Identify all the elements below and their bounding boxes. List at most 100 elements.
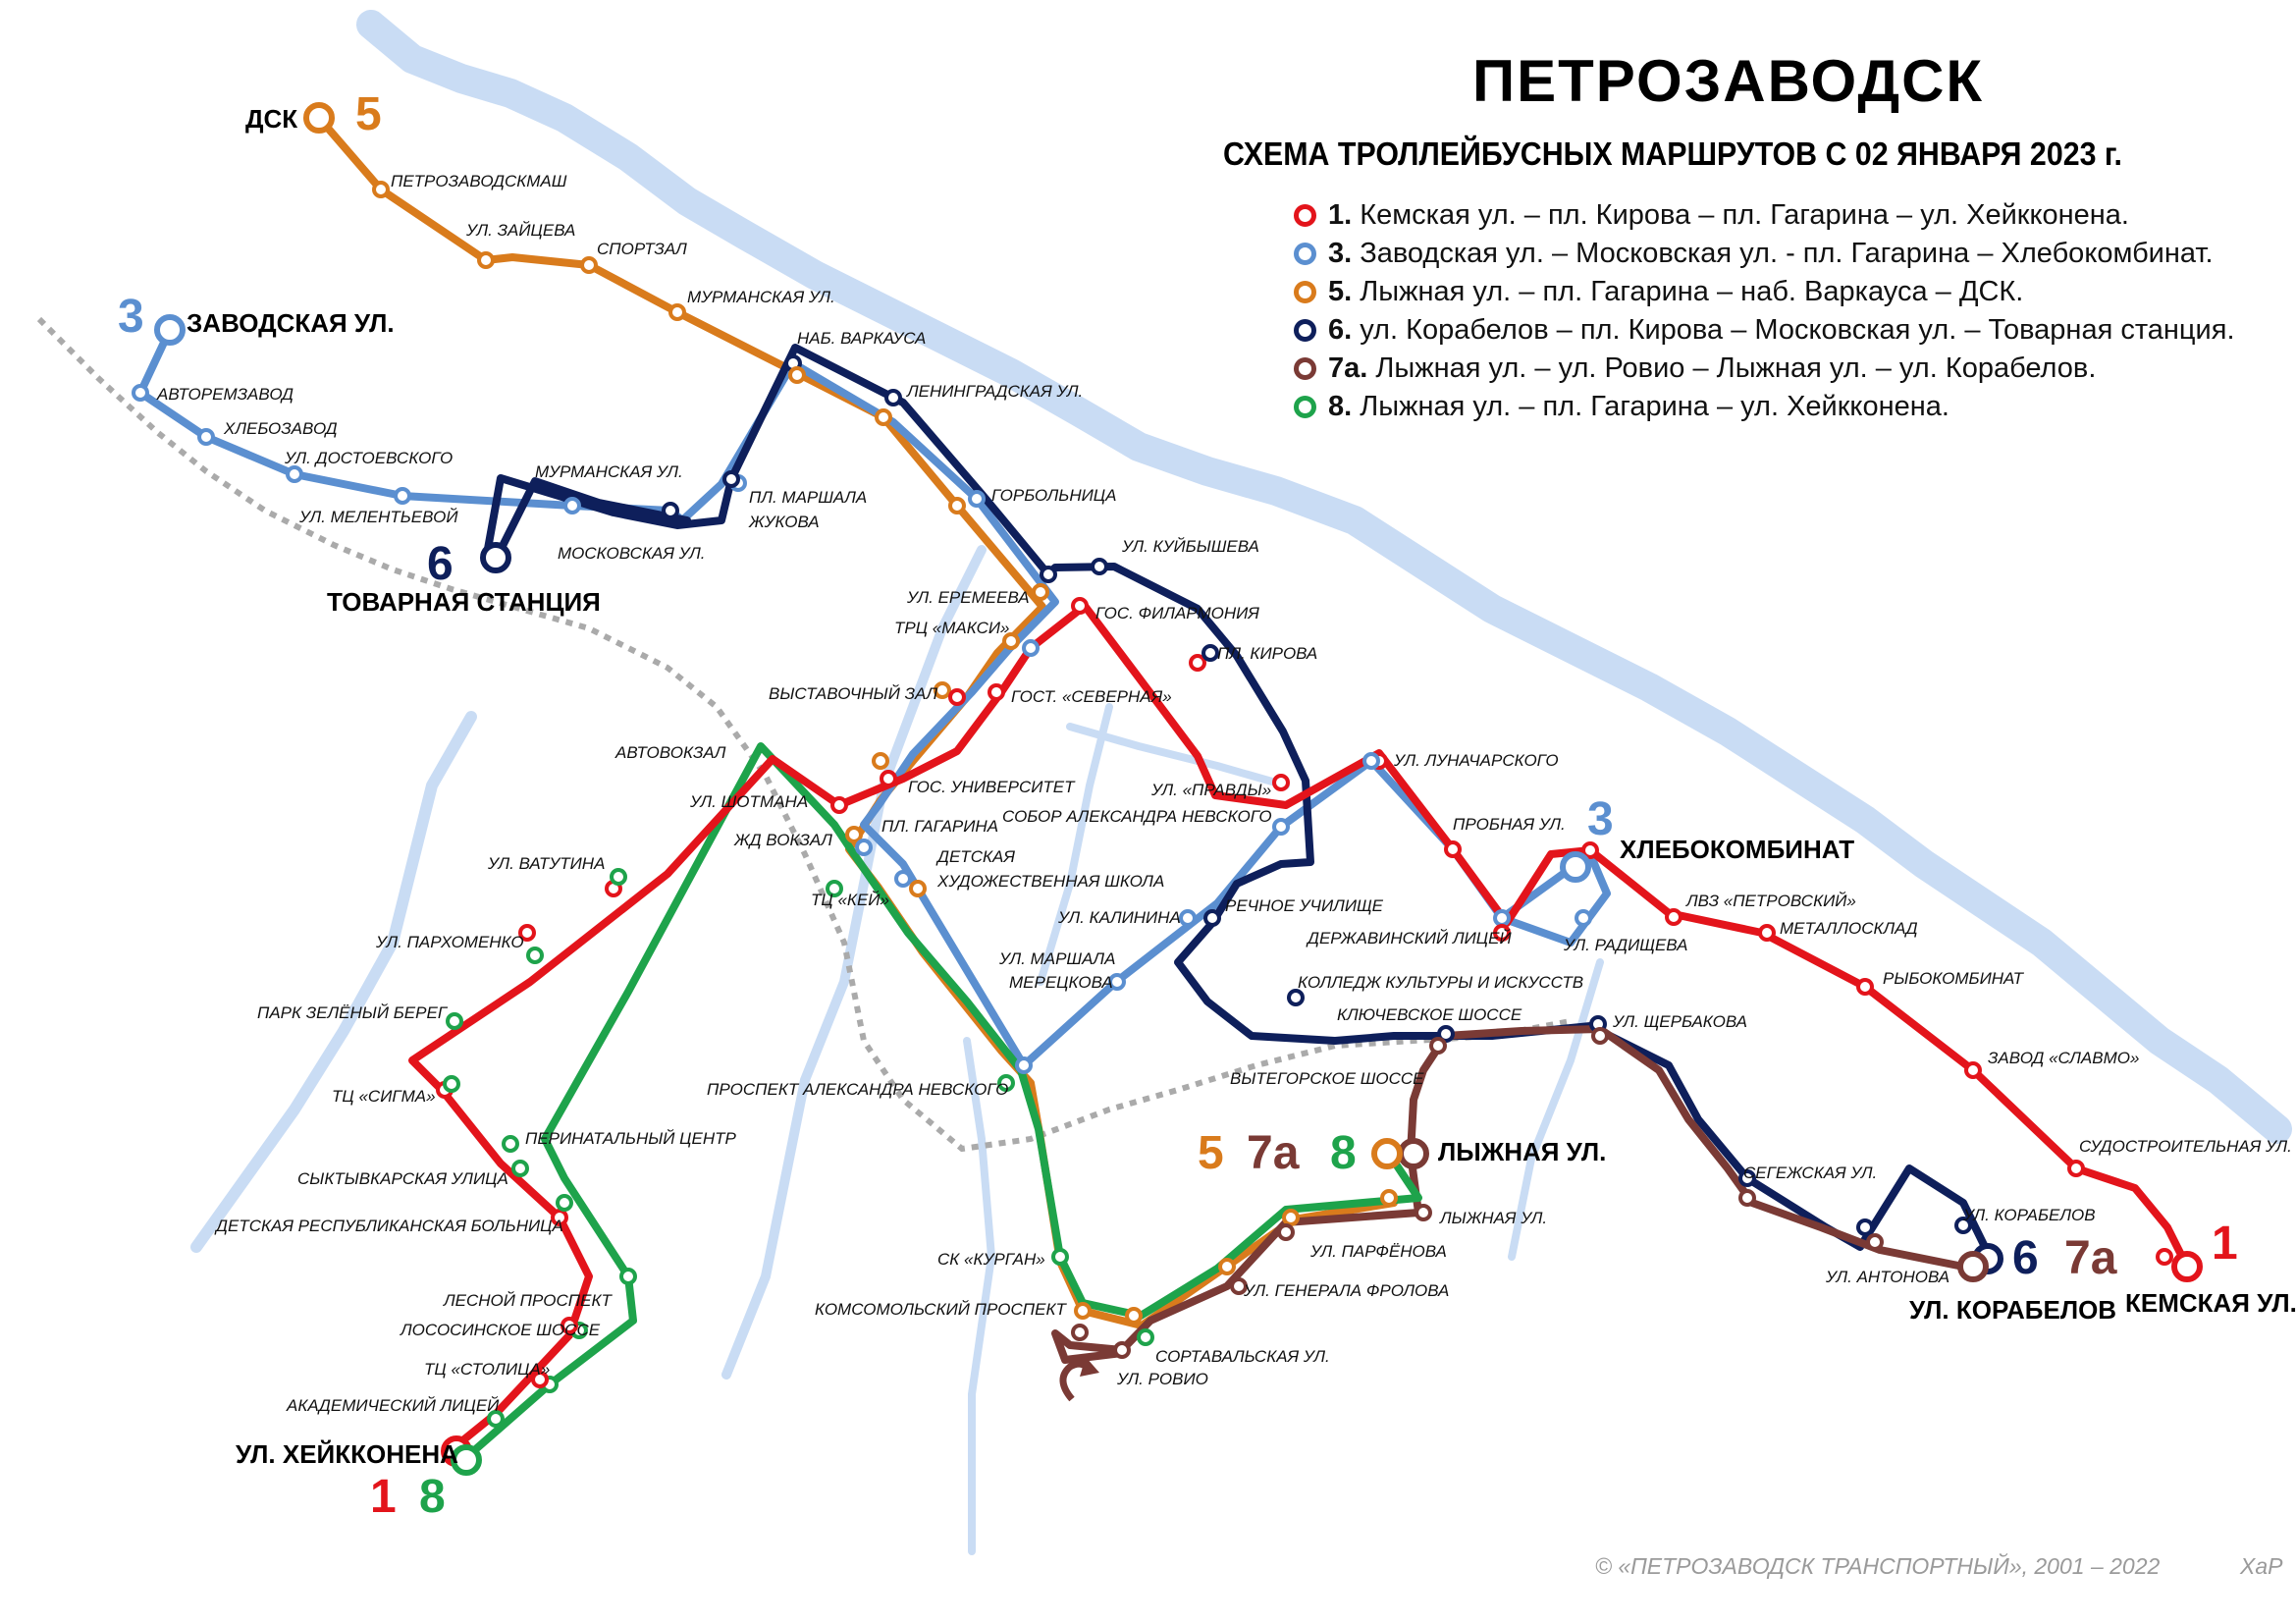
- route-number-6: 6: [427, 538, 454, 590]
- stop-label: УЛ. ШОТМАНА: [689, 792, 808, 811]
- stop-marker: [1125, 1307, 1143, 1325]
- terminal-zavodskaya: ЗАВОДСКАЯ УЛ.: [187, 308, 395, 338]
- stop-marker: [1032, 583, 1049, 601]
- stop-marker: [1362, 752, 1380, 770]
- stop-label: КОЛЛЕДЖ КУЛЬТУРЫ И ИСКУССТВ: [1298, 973, 1583, 992]
- legend-item: 3.Заводская ул. – Московская ул. - пл. Г…: [1294, 235, 2235, 273]
- terminal-marker: [1957, 1251, 1989, 1282]
- stop-marker: [826, 880, 843, 897]
- stop-label: МЕТАЛЛОСКЛАД: [1780, 919, 1918, 938]
- stop-marker: [884, 389, 902, 406]
- legend-route-number: 3.: [1328, 238, 1353, 269]
- stop-marker: [1665, 908, 1682, 926]
- stop-marker: [1113, 1341, 1131, 1359]
- stop-marker: [518, 924, 536, 942]
- stop-marker: [1415, 1204, 1432, 1221]
- stop-label: УЛ. ЩЕРБАКОВА: [1612, 1012, 1747, 1031]
- stop-marker: [1203, 909, 1221, 927]
- stop-marker: [1856, 1218, 1874, 1236]
- stop-marker: [1179, 909, 1197, 927]
- legend-route-description: Кемская ул. – пл. Кирова – пл. Гагарина …: [1360, 199, 2129, 231]
- legend-route-description: Заводская ул. – Московская ул. - пл. Гаг…: [1360, 238, 2214, 269]
- stop-marker: [845, 826, 863, 843]
- stop-label: ВЫСТАВОЧНЫЙ ЗАЛ: [769, 683, 937, 703]
- stop-label: АВТОРЕМЗАВОД: [156, 385, 294, 404]
- stop-marker: [1287, 989, 1305, 1006]
- terminal-kemskaya: КЕМСКАЯ УЛ.: [2125, 1288, 2296, 1318]
- stop-label: УЛ. ЛУНАЧАРСКОГО: [1393, 751, 1559, 770]
- stop-label: ЛЕСНОЙ ПРОСПЕКТ: [443, 1290, 613, 1310]
- stop-marker: [948, 688, 966, 706]
- route-number-8: 8: [1330, 1127, 1357, 1179]
- stop-marker: [662, 502, 679, 519]
- stop-marker: [880, 770, 897, 787]
- stop-label: УЛ. КАЛИНИНА: [1057, 908, 1181, 927]
- stop-label: ДЕТСКАЯ РЕСПУБЛИКАНСКАЯ БОЛЬНИЦА: [214, 1217, 563, 1235]
- route-dot-icon: [1294, 357, 1316, 380]
- stop-label: ЖД ВОКЗАЛ: [733, 831, 832, 849]
- stop-marker: [1189, 654, 1206, 672]
- terminal-marker: [2171, 1251, 2203, 1282]
- legend-route-number: 8.: [1328, 391, 1353, 422]
- route-number-7a: 7а: [1247, 1127, 1300, 1179]
- stop-marker: [531, 1371, 549, 1388]
- stop-label: ПЕРИНАТАЛЬНЫЙ ЦЕНТР: [525, 1128, 737, 1148]
- stop-marker: [1071, 597, 1089, 615]
- stop-marker: [830, 796, 848, 814]
- stop-label: СК «КУРГАН»: [937, 1250, 1045, 1269]
- route-number-3: 3: [1587, 793, 1614, 845]
- stop-label: ХЛЕБОЗАВОД: [223, 419, 338, 438]
- legend-route-number: 6.: [1328, 314, 1353, 346]
- stop-marker: [894, 870, 912, 888]
- stops-layer: [132, 102, 2203, 1476]
- stop-marker: [556, 1194, 573, 1212]
- route-dot-icon: [1294, 281, 1316, 303]
- stop-label: МУРМАНСКАЯ УЛ.: [535, 462, 683, 481]
- stop-label: ГОС. ФИЛАРМОНИЯ: [1095, 604, 1259, 623]
- stream-1: [1037, 703, 1113, 986]
- stop-marker: [1015, 1056, 1033, 1074]
- stop-label: ПРОСПЕКТ АЛЕКСАНДРА НЕВСКОГО: [707, 1080, 1008, 1099]
- route-number-1: 1: [2212, 1218, 2238, 1270]
- map-subtitle: СХЕМА ТРОЛЛЕЙБУСНЫХ МАРШРУТОВ С 02 ЯНВАР…: [1223, 135, 2122, 172]
- route-number-5: 5: [355, 88, 382, 140]
- stop-marker: [1272, 818, 1290, 836]
- stop-marker: [1738, 1189, 1756, 1207]
- neglinka-river: [721, 545, 987, 1380]
- stop-labels: ПЕТРОЗАВОДСКМАШ УЛ. ЗАЙЦЕВА СПОРТЗАЛ МУР…: [156, 172, 2292, 1415]
- stop-label: АВТОВОКЗАЛ: [614, 743, 726, 762]
- terminal-marker: [154, 314, 186, 346]
- terminal-dsk: ДСК: [245, 104, 297, 134]
- terminal-marker: [1398, 1138, 1429, 1169]
- stop-label: УЛ. ЕРЕМЕЕВА: [906, 588, 1030, 607]
- legend-item: 8.Лыжная ул. – пл. Гагарина – ул. Хейкко…: [1294, 388, 2235, 426]
- stop-marker: [872, 752, 889, 770]
- stop-marker: [477, 251, 495, 269]
- stop-label: РЕЧНОЕ УЧИЛИЩЕ: [1225, 896, 1384, 915]
- stop-label: УЛ. ДОСТОЕВСКОГО: [284, 449, 453, 467]
- stop-label: СОРТАВАЛЬСКАЯ УЛ.: [1155, 1347, 1330, 1366]
- stop-label: ДЕТСКАЯ: [935, 847, 1015, 866]
- stop-label: ПЕТРОЗАВОДСКМАШ: [391, 172, 567, 190]
- stop-label: ПАРК ЗЕЛЁНЫЙ БЕРЕГ: [257, 1002, 449, 1022]
- stop-marker: [1277, 1223, 1295, 1241]
- stop-marker: [997, 1074, 1015, 1092]
- stop-marker: [988, 683, 1005, 701]
- legend-item: 5.Лыжная ул. – пл. Гагарина – наб. Варка…: [1294, 273, 2235, 311]
- stop-marker: [788, 366, 806, 384]
- stop-marker: [1380, 1189, 1398, 1207]
- stop-label: УЛ. ПАРФЁНОВА: [1309, 1242, 1447, 1261]
- stop-marker: [1964, 1061, 1982, 1079]
- stop-marker: [1040, 566, 1057, 583]
- terminal-marker: [303, 102, 335, 134]
- stop-marker: [1108, 973, 1126, 991]
- legend-item: 7а.Лыжная ул. – ул. Ровио – Лыжная ул. –…: [1294, 350, 2235, 388]
- stop-marker: [561, 1317, 578, 1334]
- stop-label: СЕГЕЖСКАЯ УЛ.: [1743, 1164, 1877, 1182]
- stop-marker: [1071, 1324, 1089, 1341]
- stop-marker: [1856, 978, 1874, 996]
- route-8-line: [453, 742, 1422, 1462]
- stop-label: СОБОР АЛЕКСАНДРА НЕВСКОГО: [1002, 807, 1272, 826]
- stop-label: ТЦ «КЕЙ»: [811, 890, 889, 909]
